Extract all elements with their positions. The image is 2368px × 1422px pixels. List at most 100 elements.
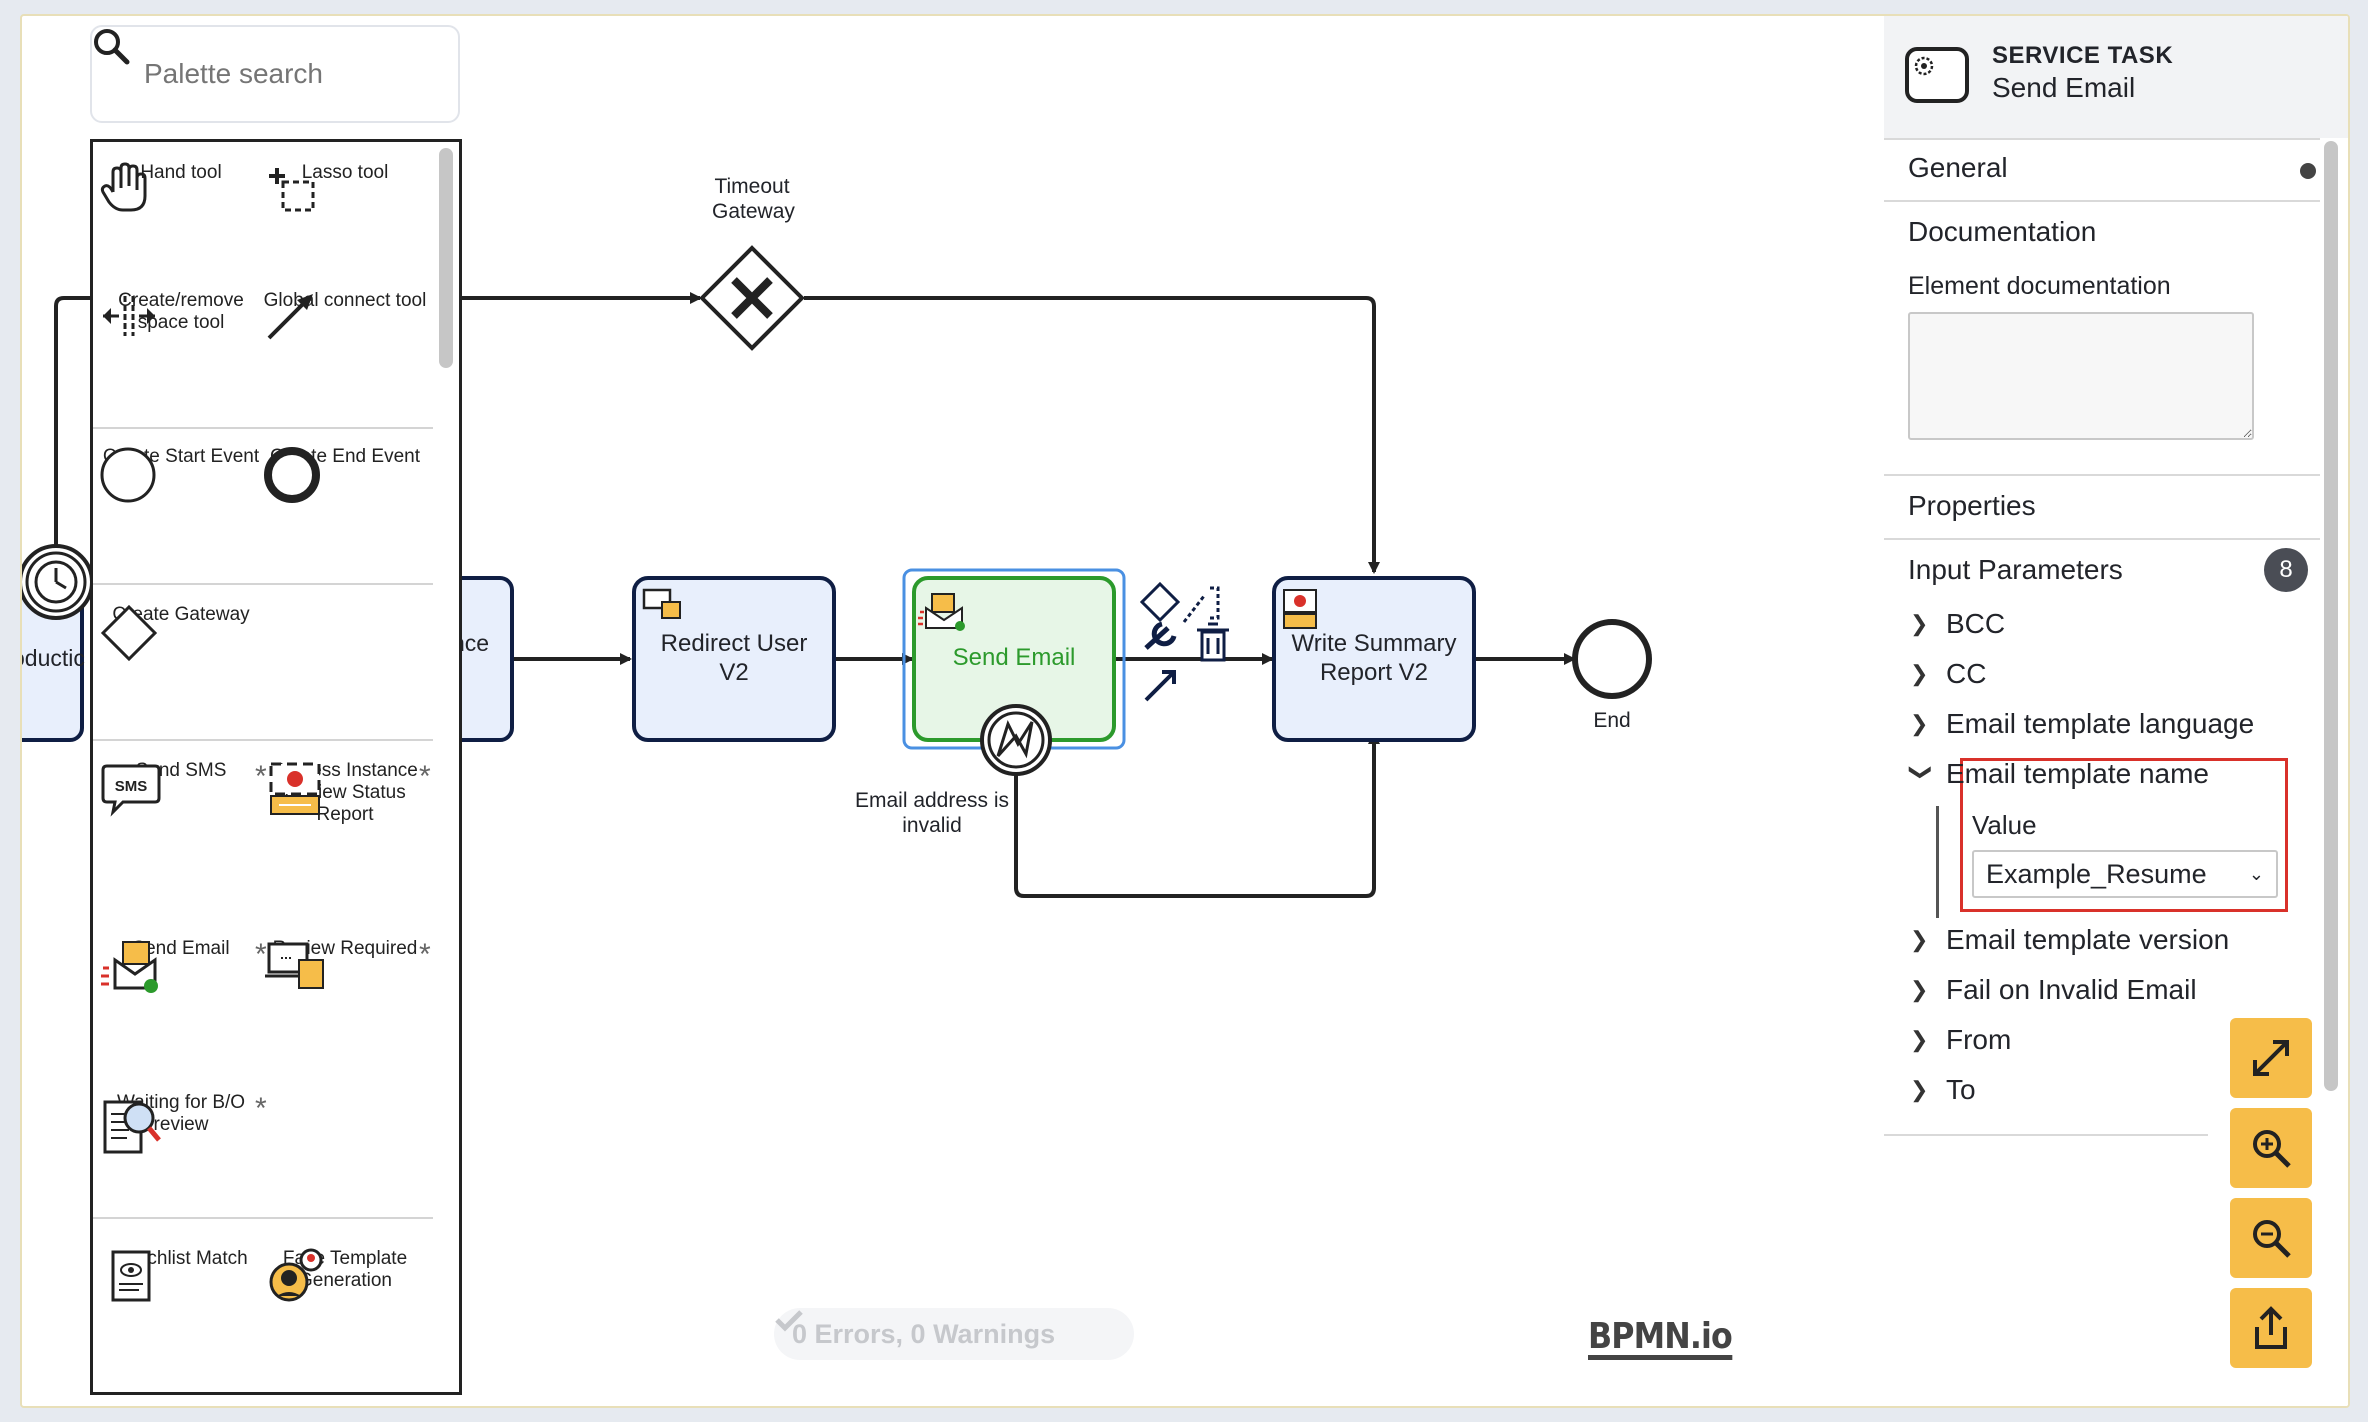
- palette-face-template[interactable]: Face Template Generation: [263, 1248, 427, 1302]
- palette: Hand tool Lasso tool Create/remove space…: [90, 139, 462, 1395]
- param-email-template-language[interactable]: ❯Email template language: [1910, 708, 2254, 740]
- redirect-task-label[interactable]: Redirect User V2: [660, 630, 808, 686]
- chevron-right-icon: ❯: [1910, 1027, 1929, 1052]
- send-email-label: Send Email: [132, 938, 230, 959]
- palette-group-gateways: [93, 585, 433, 741]
- palette-waiting-bo-review[interactable]: Waiting for B/O review: [99, 1092, 263, 1154]
- review-required-star: *: [419, 938, 431, 971]
- global-connect-icon: [267, 294, 313, 340]
- chevron-right-icon: ❯: [1910, 1077, 1929, 1102]
- param-label: Email template name: [1946, 758, 2210, 789]
- palette-group-tasks: [93, 741, 433, 1219]
- param-email-template-name[interactable]: ❯ Email template name: [1909, 758, 2210, 790]
- bpmn-canvas[interactable]: Timeout Gateway oductic nce Redirect Use…: [22, 16, 1882, 1406]
- palette-space-tool[interactable]: Create/remove space tool: [99, 290, 263, 336]
- status-text: 0 Errors, 0 Warnings: [792, 1318, 1056, 1349]
- send-email-task-label[interactable]: Send Email: [952, 644, 1076, 671]
- palette-scrollbar[interactable]: [439, 148, 453, 368]
- zoom-out-button[interactable]: [2230, 1198, 2312, 1278]
- flow-top-left: [54, 296, 90, 576]
- chevron-right-icon: ❯: [1910, 977, 1929, 1002]
- param-cc[interactable]: ❯CC: [1910, 658, 1986, 690]
- value-label: Value: [1972, 810, 2037, 840]
- status-pill[interactable]: 0 Errors, 0 Warnings: [774, 1308, 1134, 1360]
- palette-send-email[interactable]: Send Email: [99, 938, 263, 993]
- palette-watchlist-match[interactable]: Watchlist Match: [99, 1248, 263, 1302]
- zoom-in-button[interactable]: [2230, 1108, 2312, 1188]
- palette-search-box[interactable]: [90, 25, 460, 123]
- palette-review-required[interactable]: Review Required: [263, 938, 427, 989]
- flow-error-loop: [1014, 732, 1380, 898]
- space-tool-label: Create/remove space tool: [118, 290, 244, 333]
- share-icon: [2255, 1306, 2287, 1349]
- chevron-right-icon: ❯: [1910, 611, 1929, 636]
- fullscreen-button[interactable]: [2230, 1018, 2312, 1098]
- palette-create-gateway[interactable]: Create Gateway: [99, 604, 263, 662]
- template-name-select[interactable]: Example_Resume ⌄: [1972, 850, 2278, 898]
- bpmn-io-logo[interactable]: BPMN.io: [1588, 1319, 1733, 1360]
- group-input-parameters[interactable]: Input Parameters: [1908, 554, 2123, 585]
- param-to[interactable]: ❯To: [1910, 1074, 1976, 1106]
- timer-event: [22, 544, 94, 620]
- param-from[interactable]: ❯From: [1910, 1024, 2011, 1056]
- properties-scrollbar[interactable]: [2324, 141, 2338, 1091]
- task-write-summary: [1272, 576, 1476, 742]
- timeout-gateway-label: Timeout Gateway: [712, 175, 795, 224]
- palette-create-end-event[interactable]: Create End Event: [263, 446, 427, 503]
- flow-gateway-to-summary: [804, 296, 1380, 574]
- param-bcc[interactable]: ❯ BCC: [1910, 608, 2005, 640]
- palette-global-connect-tool[interactable]: Global connect tool: [263, 290, 427, 340]
- palette-search-input[interactable]: [144, 58, 384, 90]
- chevron-right-icon: ❯: [1910, 661, 1929, 686]
- highlight-box: [1960, 758, 2288, 912]
- service-task-icon: [1905, 47, 1969, 103]
- process-review-star: *: [419, 760, 431, 793]
- export-button[interactable]: [2230, 1288, 2312, 1368]
- palette-process-review-report[interactable]: Process Instance Review Status Report: [263, 760, 427, 826]
- group-general[interactable]: General: [1908, 152, 2008, 183]
- watchlist-icon: [111, 1250, 151, 1302]
- write-summary-task-label[interactable]: Write Summary Report V2: [1291, 630, 1457, 686]
- palette-lasso-tool[interactable]: Lasso tool: [263, 162, 427, 212]
- task-redirect-user: [632, 576, 836, 742]
- element-name: Send Email: [1992, 72, 2136, 103]
- palette-send-sms[interactable]: SMS Send SMS: [99, 760, 263, 817]
- param-fail-on-invalid-email[interactable]: ❯ Fail on Invalid Email: [1910, 974, 2197, 1006]
- chevron-down-icon: ❯: [1909, 763, 1934, 782]
- sms-icon: SMS: [101, 764, 161, 817]
- param-email-template-version[interactable]: ❯Email template version: [1910, 924, 2229, 956]
- expand-icon: [2253, 1040, 2289, 1076]
- divider: [1884, 138, 2320, 140]
- divider: [1884, 1134, 2208, 1136]
- palette-group-tools: [93, 142, 433, 429]
- group-documentation[interactable]: Documentation: [1908, 216, 2097, 247]
- chevron-right-icon: ❯: [1910, 711, 1929, 736]
- template-name-value: Example_Resume: [1986, 858, 2207, 889]
- send-sms-star: *: [255, 760, 267, 793]
- param-label: BCC: [1946, 608, 2006, 639]
- element-documentation-input[interactable]: [1908, 312, 2254, 440]
- task-left-label: oductic: [22, 645, 85, 671]
- palette-create-start-event[interactable]: Create Start Event: [99, 446, 263, 503]
- report-icon: [269, 762, 321, 815]
- element-documentation-label: Element documentation: [1908, 272, 2171, 300]
- element-type: SERVICE TASK: [1992, 42, 2174, 69]
- end-event-label: End: [1593, 709, 1631, 732]
- end-event-icon: [264, 447, 320, 503]
- error-event-label: Email address is invalid: [854, 789, 1010, 838]
- palette-group-events: [93, 429, 433, 585]
- hand-tool-label: Hand tool: [140, 162, 222, 183]
- expanded-indent-line: [1936, 806, 1939, 918]
- check-icon: [775, 1310, 803, 1332]
- write-summary-task-icon: [1283, 589, 1317, 629]
- palette-hand-tool[interactable]: Hand tool: [99, 162, 263, 212]
- review-required-icon: [265, 942, 324, 989]
- chevron-right-icon: ❯: [1910, 927, 1929, 952]
- group-properties[interactable]: Properties: [1908, 490, 2036, 521]
- timeout-gateway: [699, 245, 805, 351]
- create-gateway-label: Create Gateway: [112, 604, 250, 625]
- param-label: Fail on Invalid Email: [1946, 974, 2197, 1005]
- send-email-star: *: [255, 938, 267, 971]
- task-left-clipped: [22, 576, 84, 742]
- waiting-bo-review-star: *: [255, 1092, 267, 1125]
